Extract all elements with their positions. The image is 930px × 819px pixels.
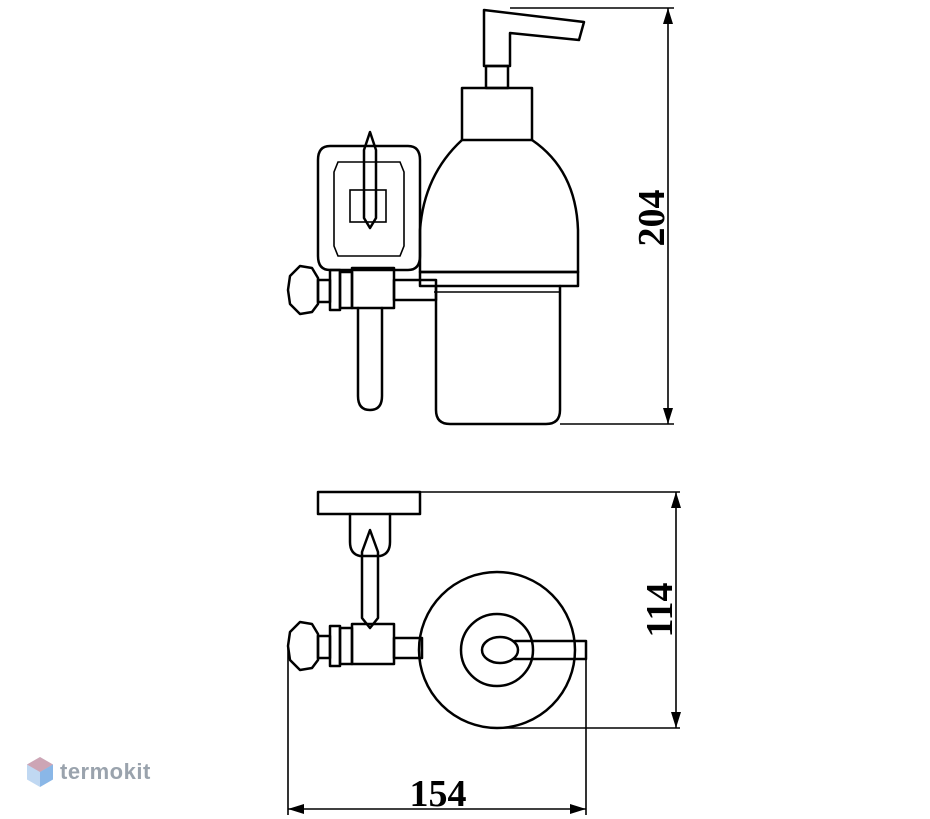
front-view	[286, 8, 586, 426]
dimensions: 204 114 154	[287, 7, 681, 815]
top-spike	[360, 528, 380, 630]
bottle-body	[418, 138, 580, 274]
hanger-spike	[362, 130, 378, 230]
dim-154-arrow-left	[288, 804, 304, 814]
pump-collar	[460, 86, 534, 142]
front-knob	[286, 264, 320, 316]
nozzle-arm	[513, 639, 588, 661]
top-wall-plate	[316, 490, 422, 516]
pump-stem	[484, 64, 510, 90]
pump-nozzle	[482, 8, 586, 68]
dim-154-arrow-right	[570, 804, 586, 814]
dim-204-arrow-bottom	[663, 408, 673, 424]
top-bar	[350, 622, 396, 666]
dim-204-arrow-top	[663, 8, 673, 24]
top-arm	[392, 636, 424, 660]
watermark: termokit	[26, 756, 151, 788]
wall-plate-outer	[316, 144, 422, 272]
top-knob-neck	[316, 634, 332, 660]
front-ring-2	[338, 270, 354, 310]
dim-114-label: 114	[639, 583, 681, 638]
dim-114-arrow-bottom	[671, 712, 681, 728]
top-view	[286, 490, 588, 730]
bottle-inner-circle	[459, 612, 535, 688]
top-knob	[286, 620, 320, 672]
front-bar	[350, 266, 396, 310]
dim-154-label: 154	[410, 773, 467, 815]
top-stem	[348, 512, 392, 558]
wall-plate-slot	[349, 189, 387, 223]
bottle-outer-circle	[417, 570, 577, 730]
bottle-band	[418, 270, 580, 288]
termokit-logo-icon	[27, 757, 53, 787]
front-knob-neck	[316, 278, 332, 304]
holder-arm	[392, 278, 438, 302]
glass-cup	[434, 284, 562, 426]
top-ring-2	[338, 626, 354, 666]
wall-plate-inner	[333, 161, 405, 257]
nozzle-ellipse	[480, 635, 520, 665]
front-tube	[356, 306, 384, 412]
dim-204-label: 204	[631, 190, 673, 247]
front-ring-1	[328, 268, 342, 312]
dim-114-arrow-top	[671, 492, 681, 508]
watermark-text: termokit	[60, 759, 151, 784]
top-ring-1	[328, 624, 342, 668]
